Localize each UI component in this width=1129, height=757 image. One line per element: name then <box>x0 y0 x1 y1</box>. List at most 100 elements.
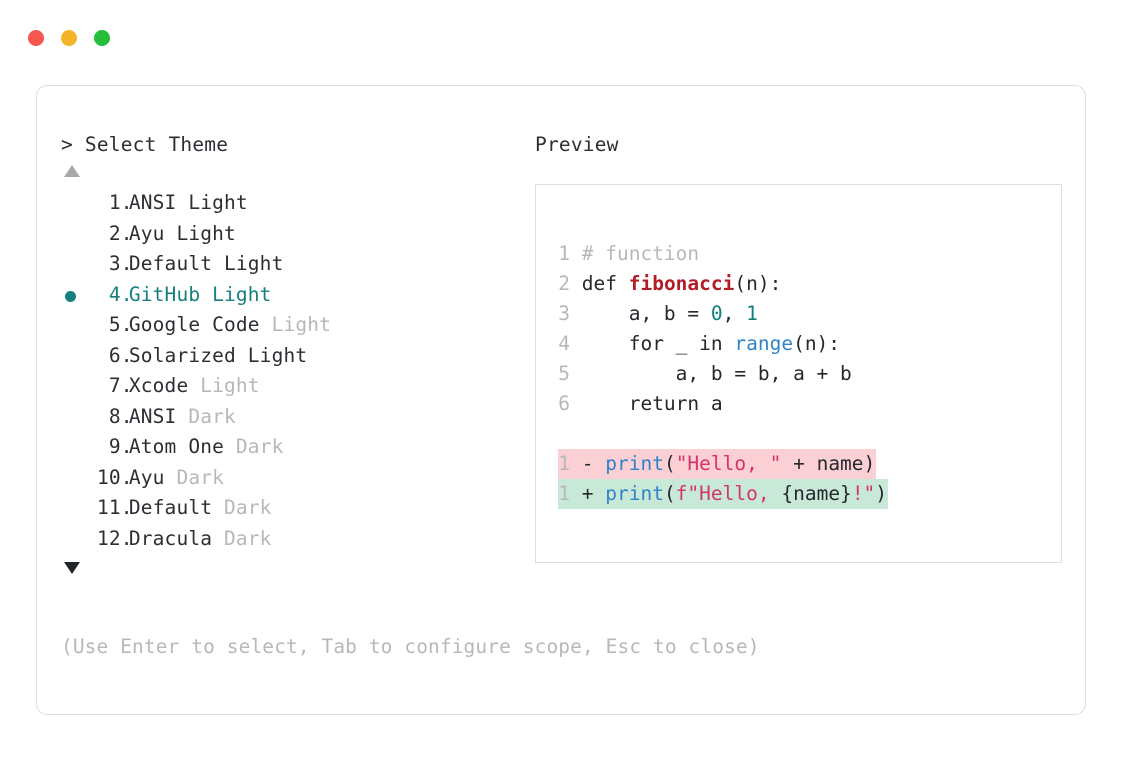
theme-list-item[interactable]: 9. Atom One Dark <box>61 432 531 463</box>
code-token-plain: , <box>722 302 747 325</box>
theme-list-item[interactable]: 8. ANSI Dark <box>61 402 531 433</box>
line-number: 1 <box>558 482 570 505</box>
maximize-window-button[interactable] <box>94 30 110 46</box>
code-gutter-space <box>570 242 582 265</box>
theme-item-number: 11. <box>97 496 133 519</box>
diff-sign: + <box>570 482 606 505</box>
diff-highlight: 1 + print(f"Hello, {name}!") <box>558 479 889 509</box>
code-token-num: 1 <box>746 302 758 325</box>
theme-item-number: 2. <box>97 221 133 245</box>
code-line: 6 return a <box>558 389 888 419</box>
line-number: 2 <box>558 272 570 295</box>
code-line: 1 # function <box>558 239 888 269</box>
code-line: 3 a, b = 0, 1 <box>558 299 888 329</box>
diff-highlight: 1 - print("Hello, " + name) <box>558 449 877 479</box>
scroll-down-indicator[interactable] <box>61 554 531 580</box>
theme-item-name: Google Code <box>117 313 272 336</box>
code-blank-line <box>558 419 888 449</box>
theme-item-number: 10. <box>97 465 133 489</box>
theme-item-variant: Light <box>271 313 332 336</box>
keyboard-hint: (Use Enter to select, Tab to configure s… <box>61 635 760 658</box>
code-gutter-space <box>570 332 582 355</box>
close-window-button[interactable] <box>28 30 44 46</box>
code-token-plain: return a <box>581 392 723 415</box>
theme-item-name: ANSI Light <box>117 191 248 214</box>
theme-item-variant: Light <box>200 374 260 397</box>
theme-item-number: 6. <box>97 343 133 367</box>
theme-list-item[interactable]: 2. Ayu Light <box>61 219 531 250</box>
theme-item-name: Default <box>117 496 225 519</box>
theme-item-variant: Dark <box>224 526 272 550</box>
theme-list-item[interactable]: 7. Xcode Light <box>61 371 531 402</box>
theme-list-item[interactable]: 4. GitHub Light <box>61 280 531 311</box>
code-line: 5 a, b = b, a + b <box>558 359 888 389</box>
theme-item-number: 3. <box>97 252 133 275</box>
theme-item-name: Dracula <box>117 526 225 550</box>
code-token-plain: ) <box>875 482 888 505</box>
code-gutter-space <box>570 362 582 385</box>
theme-item-name: Ayu Light <box>117 221 236 245</box>
theme-item-variant: Dark <box>176 465 225 489</box>
select-theme-prompt: > Select Theme <box>61 133 229 156</box>
triangle-up-icon <box>64 165 80 177</box>
code-token-builtin: range <box>734 332 794 355</box>
code-token-plain: def <box>581 272 629 295</box>
theme-list-panel: > Select Theme 1. ANSI Light 2. Ayu Ligh… <box>61 132 531 580</box>
theme-list-item[interactable]: 10. Ayu Dark <box>61 463 531 494</box>
window-traffic-lights <box>28 30 110 46</box>
code-line: 2 def fibonacci(n): <box>558 269 888 299</box>
theme-list-item[interactable]: 11. Default Dark <box>61 493 531 524</box>
diff-line-add: 1 + print(f"Hello, {name}!") <box>558 479 889 509</box>
code-token-str: !" <box>851 482 876 505</box>
code-token-str: f"Hello, <box>675 482 782 505</box>
minimize-window-button[interactable] <box>61 30 77 46</box>
code-token-plain: ( <box>663 452 676 475</box>
code-token-plain: a, b = b, a + b <box>581 362 852 385</box>
code-token-comment: # function <box>581 242 700 265</box>
theme-item-number: 5. <box>97 313 133 336</box>
diff-line-del: 1 - print("Hello, " + name) <box>558 449 888 479</box>
theme-item-name: Default Light <box>117 252 284 275</box>
theme-item-variant: Dark <box>188 404 236 428</box>
diff-sign: - <box>570 452 606 475</box>
theme-item-number: 12. <box>97 526 133 550</box>
code-gutter-space <box>570 302 582 325</box>
code-token-plain: a, b = <box>581 302 711 325</box>
theme-list-item[interactable]: 6. Solarized Light <box>61 341 531 372</box>
code-token-call: print <box>605 452 664 475</box>
code-line: 4 for _ in range(n): <box>558 329 888 359</box>
theme-item-number: 8. <box>97 404 133 428</box>
theme-item-number: 7. <box>97 374 133 397</box>
theme-list-item[interactable]: 1. ANSI Light <box>61 188 531 219</box>
code-token-plain: (n): <box>793 332 841 355</box>
code-token-str: "Hello, " <box>675 452 782 475</box>
theme-selector-card: > Select Theme 1. ANSI Light 2. Ayu Ligh… <box>36 85 1086 715</box>
theme-list-item[interactable]: 5. Google Code Light <box>61 310 531 341</box>
code-token-num: 0 <box>710 302 723 325</box>
theme-item-name: Ayu <box>117 465 177 489</box>
code-token-plain: {name} <box>781 482 852 505</box>
theme-list-item[interactable]: 12. Dracula Dark <box>61 524 531 555</box>
theme-list-item[interactable]: 3. Default Light <box>61 249 531 280</box>
theme-item-variant: Dark <box>224 496 272 519</box>
scroll-up-indicator[interactable] <box>61 158 531 184</box>
theme-item-name: GitHub Light <box>117 282 272 306</box>
theme-item-name: Xcode <box>117 374 201 397</box>
code-token-plain: for _ in <box>581 332 735 355</box>
code-token-func: fibonacci <box>628 272 735 295</box>
theme-item-number: 1. <box>97 191 133 214</box>
code-token-call: print <box>605 482 664 505</box>
theme-item-number: 4. <box>97 282 133 306</box>
code-gutter-space <box>570 272 582 295</box>
line-number: 1 <box>558 452 570 475</box>
code-gutter-space <box>570 392 582 415</box>
line-number: 6 <box>558 392 570 415</box>
theme-item-name: Solarized Light <box>117 343 308 367</box>
code-token-plain: (n): <box>734 272 782 295</box>
theme-item-name: ANSI <box>117 404 189 428</box>
theme-list[interactable]: 1. ANSI Light 2. Ayu Light 3. Default Li… <box>61 188 531 554</box>
triangle-down-icon <box>64 562 80 574</box>
